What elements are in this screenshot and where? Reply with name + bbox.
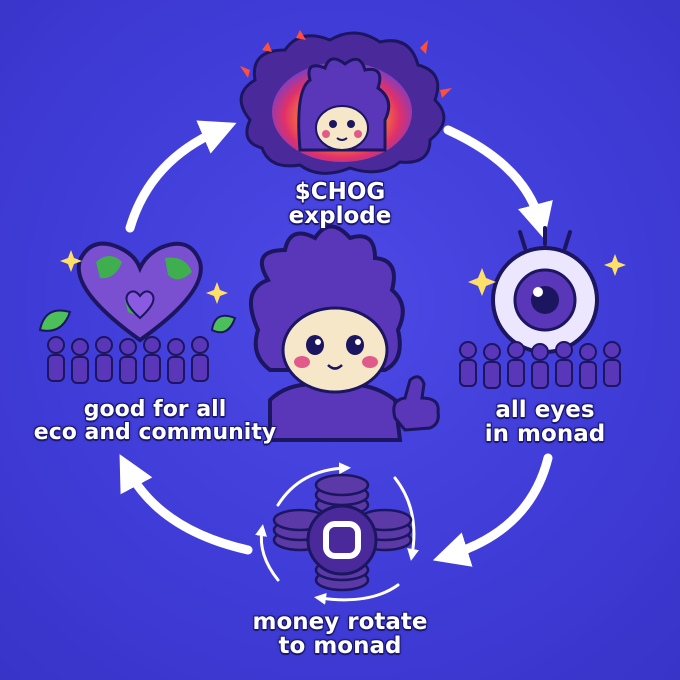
leaf-icon [210,314,237,334]
small-heart-icon [125,290,155,320]
step-label-line: eco and community [33,420,277,446]
step-label-line: to monad [278,633,402,660]
leaf-icon [38,309,72,332]
step-label-explode: $CHOG explode [240,180,440,228]
crowd-icon [47,336,209,384]
rotate-arrows-icon [255,462,419,605]
step-label-good: good for all eco and community [20,398,290,444]
coins-illustration [255,462,419,605]
step-label-line: explode [288,203,392,230]
spark-icon [240,30,452,98]
step-label-line: in monad [484,421,606,448]
step-label-eyes: all eyes in monad [455,398,635,446]
crowd-icon [459,341,621,389]
mascot-face [281,306,389,394]
heart-globe-icon [76,241,203,343]
eye-illustration [459,226,626,389]
step-label-line: all eyes [495,397,595,423]
cycle-arrows [119,120,553,567]
arrow-top-right [443,125,553,240]
arrow-bottom-left [119,454,253,555]
sparkle-icon [604,254,626,276]
step-label-line: good for all [83,397,227,422]
thumbs-up-icon [392,375,440,432]
sparkle-icon [206,282,228,304]
explosion-illustration [239,30,452,175]
step-label-line: $CHOG [294,179,386,205]
mascot-illustration [249,224,440,442]
step-label-money: money rotate to monad [220,610,460,658]
arrow-top-left [125,120,237,233]
sparkle-icon [468,268,496,296]
sparkle-icon [60,250,82,272]
step-label-line: money rotate [252,609,428,635]
arrow-bottom-right [432,453,553,567]
heart-globe-illustration [38,241,237,384]
monad-coin-icon [306,504,378,576]
eyelash-icon [518,226,572,250]
